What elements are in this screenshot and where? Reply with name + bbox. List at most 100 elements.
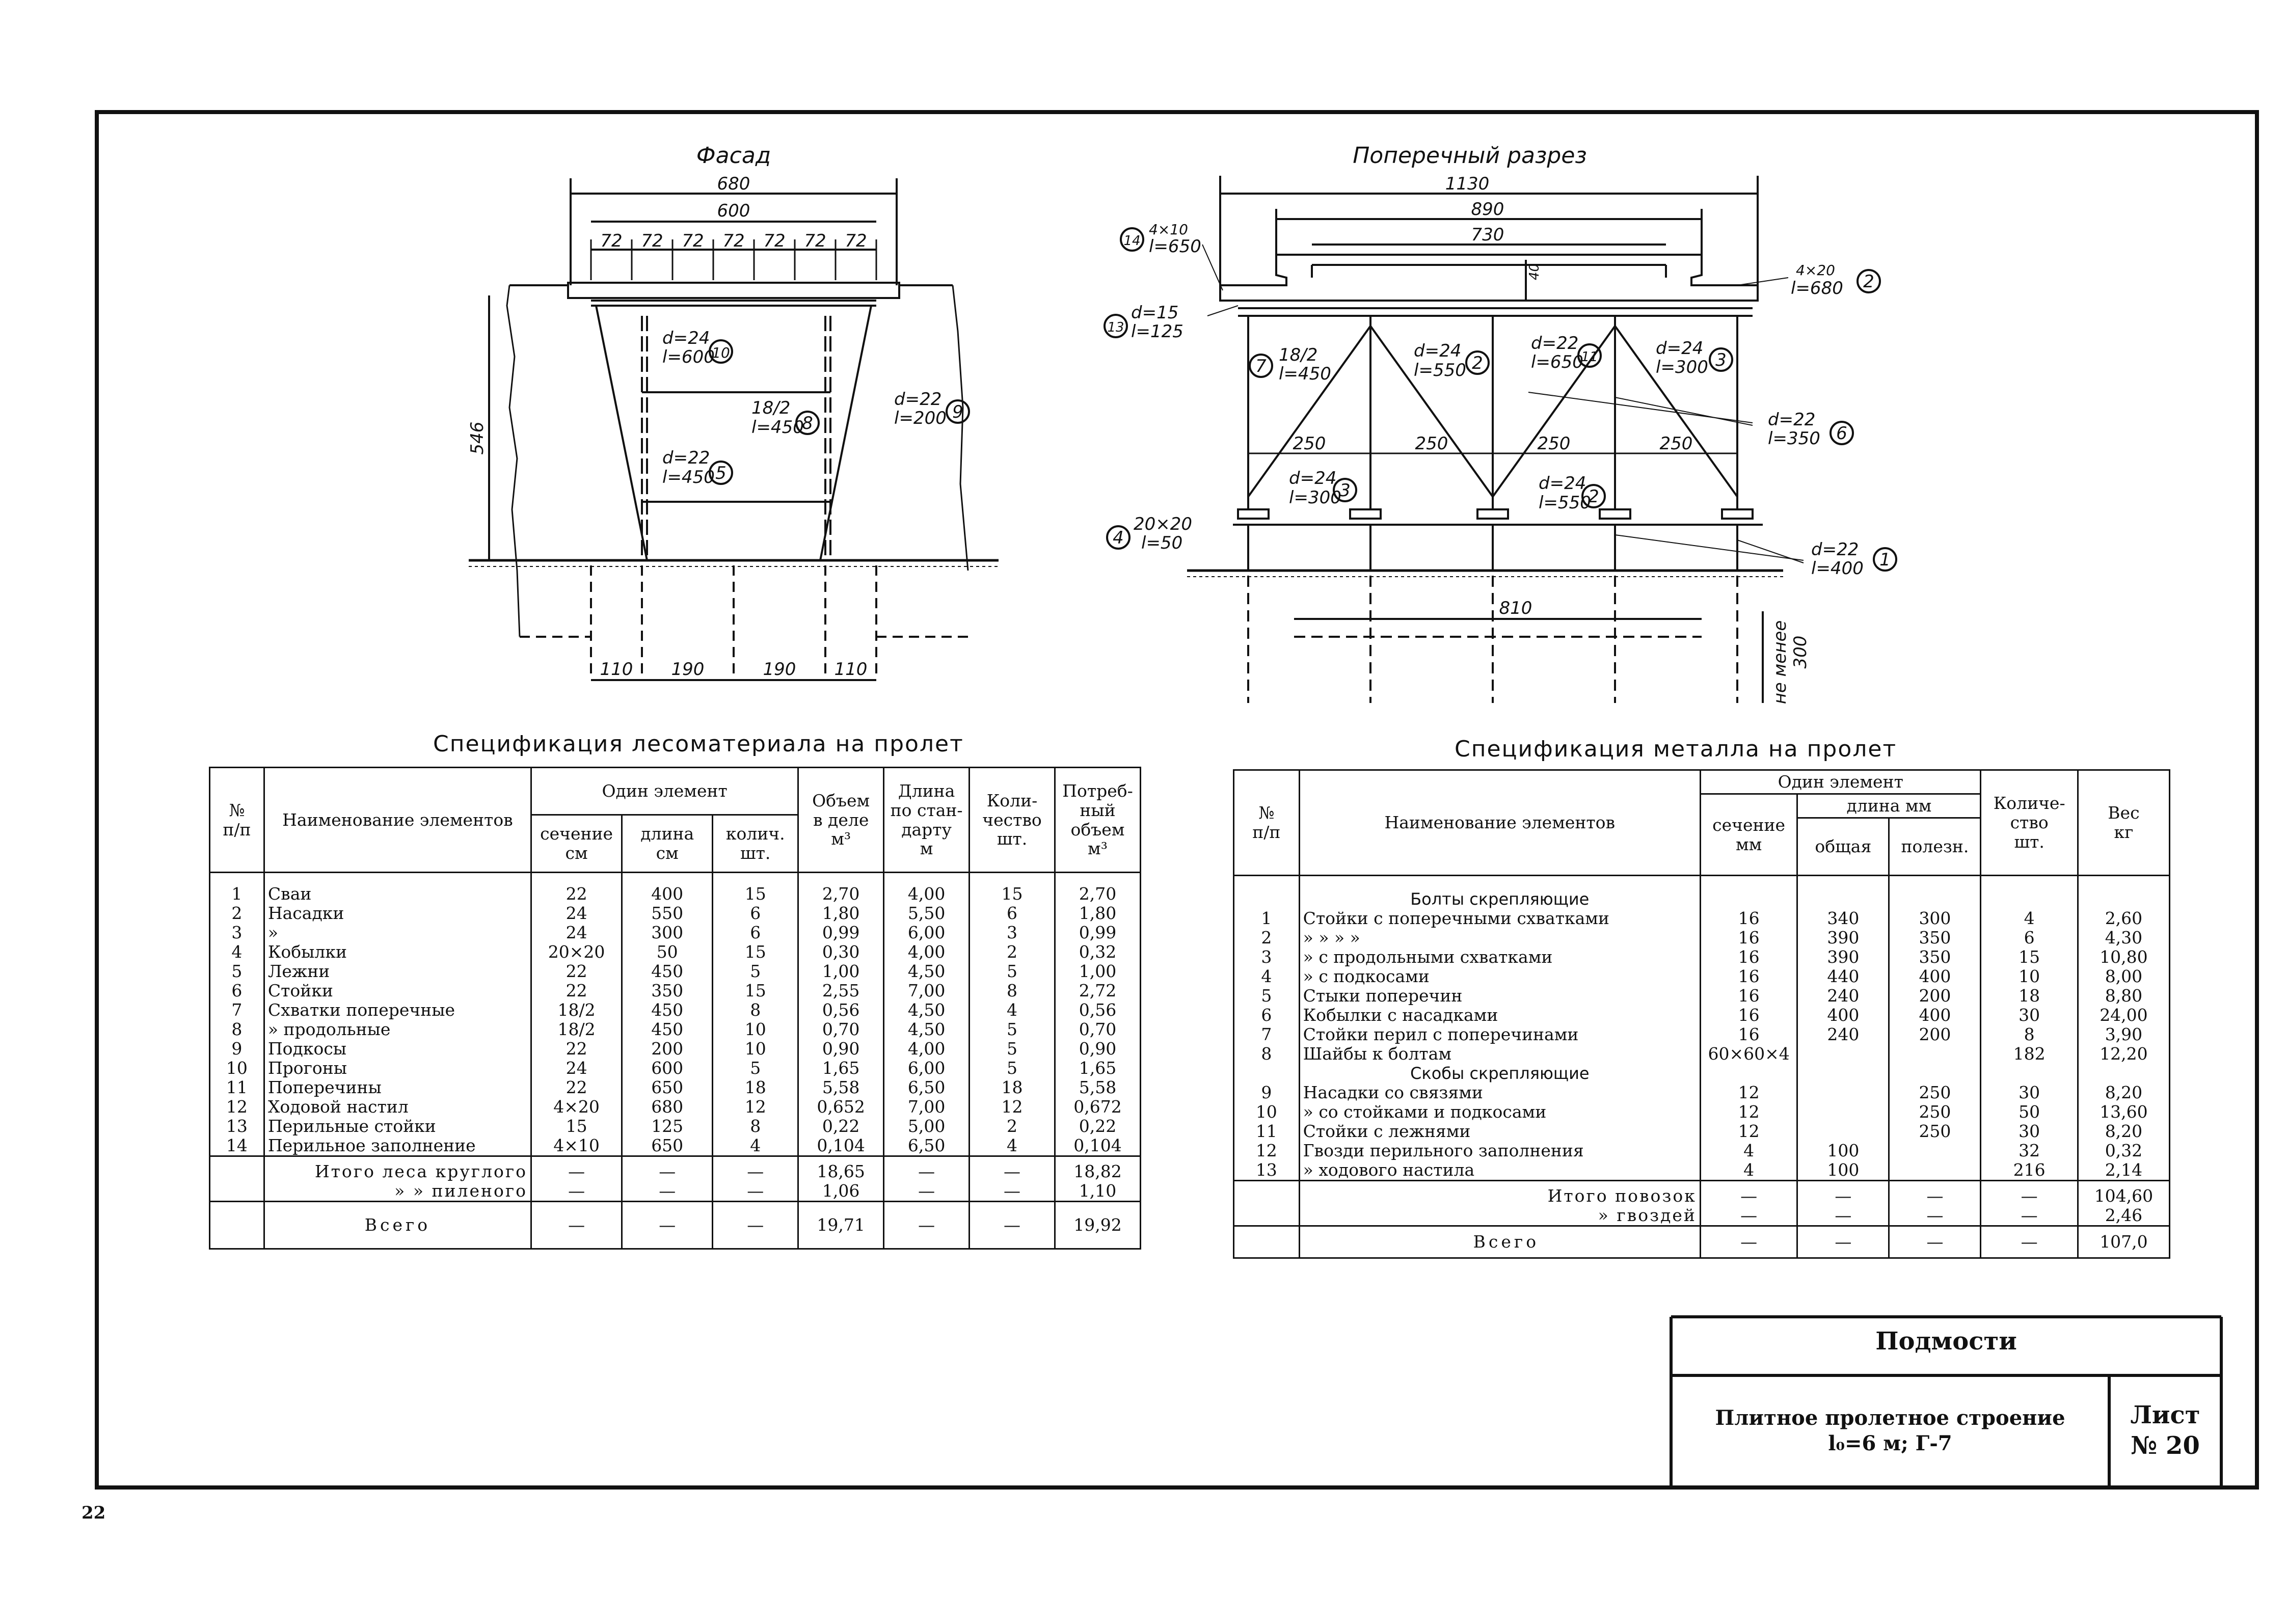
- cell-tot: 440: [1796, 967, 1890, 986]
- cell-vol: 0,56: [797, 1000, 885, 1020]
- cell-tot: [1796, 1083, 1890, 1102]
- cell-tot: 390: [1796, 948, 1890, 967]
- facade-dim-72: 72: [845, 231, 867, 251]
- row-number: 11: [1233, 1122, 1300, 1141]
- section-mark-7: 7: [1255, 356, 1267, 376]
- group-header-row: Болты скрепляющие: [1233, 875, 2171, 909]
- wood-col-section: сечение см: [530, 814, 623, 873]
- cell-sec: —: [1699, 1225, 1798, 1259]
- cell-vol: 5,58: [797, 1078, 885, 1097]
- section-mark-14: 14: [1123, 233, 1140, 249]
- sheet-frame: [95, 110, 2259, 1490]
- grand-total-label: Всего: [263, 1201, 532, 1250]
- cell-std: 7,00: [883, 1097, 971, 1117]
- element-name: Насадки со связями: [1298, 1083, 1701, 1102]
- cell-qty: 4: [968, 1136, 1056, 1156]
- cell-sec: 16: [1699, 986, 1798, 1006]
- empty-cell: [1796, 875, 1890, 909]
- element-name: Перильные стойки: [263, 1117, 532, 1136]
- element-name: Стойки: [263, 981, 532, 1000]
- cell-cnt: 5: [712, 962, 799, 981]
- cell-req: 0,99: [1054, 923, 1141, 942]
- cell-len: 600: [621, 1059, 714, 1078]
- row-number: 7: [209, 1000, 265, 1020]
- cell-std: —: [883, 1181, 971, 1202]
- cell-qty: 5: [968, 1059, 1056, 1078]
- row-number: 8: [209, 1020, 265, 1039]
- cell-qty: 5: [968, 1039, 1056, 1059]
- element-name: » ходового настила: [1298, 1160, 1701, 1181]
- cell-len: 50: [621, 942, 714, 962]
- cell-vol: 18,65: [797, 1155, 885, 1181]
- cell-vol: 2,70: [797, 872, 885, 904]
- row-number: 8: [1233, 1044, 1300, 1064]
- cell-qty: 15: [1980, 948, 2079, 967]
- cell-sec: —: [1699, 1206, 1798, 1226]
- element-name: Ходовой настил: [263, 1097, 532, 1117]
- row-number: 7: [1233, 1025, 1300, 1044]
- cell-vol: 1,00: [797, 962, 885, 981]
- cell-vol: 0,652: [797, 1097, 885, 1117]
- cell-qty: 12: [968, 1097, 1056, 1117]
- grand-total-label: Всего: [1298, 1225, 1701, 1259]
- cell-cnt: 10: [712, 1020, 799, 1039]
- section-dim-250: 250: [1538, 434, 1571, 454]
- cell-w: 107,0: [2077, 1225, 2171, 1259]
- cell-std: —: [883, 1155, 971, 1181]
- cell-qty: 2: [968, 942, 1056, 962]
- cell-cnt: 6: [712, 923, 799, 942]
- section-dim-250: 250: [1293, 434, 1326, 454]
- cell-w: 8,80: [2077, 986, 2171, 1006]
- element-name: Стойки с поперечными схватками: [1298, 909, 1701, 928]
- title-block-title: Подмости: [1875, 1327, 2017, 1356]
- row-number: 13: [1233, 1160, 1300, 1181]
- facade-mark-9: 9: [952, 402, 963, 422]
- facade-dim-600: 600: [717, 201, 750, 221]
- section-callout-4x20: 4×20: [1796, 262, 1835, 279]
- grand-total-row: Всего————107,0: [1233, 1225, 2171, 1259]
- cell-qty: 5: [968, 1020, 1056, 1039]
- cell-cnt: —: [712, 1155, 799, 1181]
- element-name: Гвозди перильного заполнения: [1298, 1141, 1701, 1160]
- totals-label: Итого повозок: [1298, 1180, 1701, 1206]
- cell-len: 350: [621, 981, 714, 1000]
- wood-col-name: Наименование элементов: [263, 767, 532, 873]
- cell-std: 6,50: [883, 1136, 971, 1156]
- metal-col-useful: полезн.: [1888, 817, 1982, 876]
- cell-std: 6,00: [883, 923, 971, 942]
- element-name: Насадки: [263, 904, 532, 923]
- element-name: Схватки поперечные: [263, 1000, 532, 1020]
- cell-cnt: 15: [712, 872, 799, 904]
- cell-std: 4,50: [883, 1000, 971, 1020]
- cell-w: 2,46: [2077, 1206, 2171, 1226]
- row-number: 9: [1233, 1083, 1300, 1102]
- element-name: Прогоны: [263, 1059, 532, 1078]
- facade-dim-110: 110: [835, 659, 868, 680]
- section-callout-d24: d=24: [1539, 473, 1586, 494]
- empty-cell: [1796, 1064, 1890, 1083]
- row-number: 3: [209, 923, 265, 942]
- facade-dim-110: 110: [600, 659, 633, 680]
- facade-dim-190: 190: [671, 659, 705, 680]
- cell-len: 450: [621, 1020, 714, 1039]
- section-dim-40: 40: [1527, 263, 1542, 280]
- cell-use: 400: [1888, 967, 1982, 986]
- cell-qty: —: [968, 1155, 1056, 1181]
- cell-qty: 8: [968, 981, 1056, 1000]
- cell-qty: 10: [1980, 967, 2079, 986]
- section-dim-1130: 1130: [1445, 174, 1490, 194]
- row-number: 10: [209, 1059, 265, 1078]
- metal-col-section: сечение мм: [1699, 793, 1798, 876]
- cell-qty: 4: [1980, 909, 2079, 928]
- facade-callout-l450: l=450: [662, 467, 715, 488]
- section-callout-d22: d=22: [1811, 539, 1859, 560]
